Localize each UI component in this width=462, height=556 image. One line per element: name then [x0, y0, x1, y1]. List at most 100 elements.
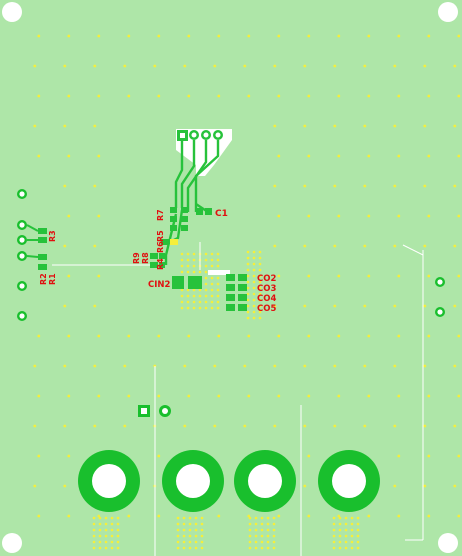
- stitching-via: [367, 394, 371, 398]
- co3-pad-left[interactable]: [226, 284, 235, 291]
- co2-pad-right[interactable]: [238, 274, 247, 281]
- stitching-via: [303, 484, 307, 488]
- cin2-pad-right[interactable]: [188, 276, 202, 289]
- r3-pad-top[interactable]: [38, 228, 47, 234]
- stitching-via: [303, 304, 307, 308]
- stitching-via: [198, 300, 202, 304]
- stitching-via: [344, 546, 348, 550]
- stitching-via: [252, 274, 256, 278]
- jumper-pin-1-hole: [141, 408, 147, 414]
- r7-pad-left[interactable]: [170, 207, 177, 213]
- stitching-via: [277, 334, 281, 338]
- stitching-via: [97, 154, 101, 158]
- stitching-via: [217, 34, 221, 38]
- mounting-hole-bottom-right[interactable]: [438, 533, 458, 553]
- stitching-via: [367, 94, 371, 98]
- stitching-via: [186, 270, 190, 274]
- r2-pad-top[interactable]: [38, 254, 47, 260]
- stitching-via: [93, 64, 97, 68]
- stitching-via: [67, 514, 71, 518]
- stitching-via: [260, 528, 264, 532]
- stitching-via: [397, 214, 401, 218]
- stitching-via: [303, 124, 307, 128]
- stitching-via: [427, 94, 431, 98]
- stitching-via: [332, 528, 336, 532]
- stitching-via: [93, 184, 97, 188]
- stitching-via: [266, 522, 270, 526]
- stitching-via: [246, 250, 250, 254]
- stitching-via: [453, 304, 457, 308]
- r8-pad-top[interactable]: [159, 253, 165, 259]
- stitching-via: [337, 94, 341, 98]
- stitching-via: [123, 364, 127, 368]
- stitching-via: [252, 298, 256, 302]
- r6-pad-right[interactable]: [181, 225, 188, 231]
- stitching-via: [33, 64, 37, 68]
- stitching-via: [97, 334, 101, 338]
- stitching-via: [277, 94, 281, 98]
- stitching-via: [252, 262, 256, 266]
- mounting-hole-top-left[interactable]: [2, 2, 22, 22]
- r9-pad-bottom[interactable]: [150, 262, 158, 268]
- stitching-via: [204, 282, 208, 286]
- r4-pad-left[interactable]: [161, 239, 169, 245]
- stitching-via: [423, 364, 427, 368]
- stitching-via: [350, 522, 354, 526]
- stitching-via: [210, 282, 214, 286]
- stitching-via: [457, 274, 461, 278]
- stitching-via: [453, 244, 457, 248]
- stitching-via: [246, 292, 250, 296]
- stitching-via: [216, 288, 220, 292]
- test-pad-5-hole: [19, 283, 25, 289]
- stitching-via: [204, 288, 208, 292]
- mounting-hole-top-right[interactable]: [438, 2, 458, 22]
- stitching-via: [104, 522, 108, 526]
- stitching-via: [273, 364, 277, 368]
- c1-pad-right[interactable]: [205, 208, 212, 215]
- power-terminal-1-hole: [92, 464, 126, 498]
- r5-pad-right[interactable]: [181, 216, 188, 222]
- stitching-via: [350, 516, 354, 520]
- stitching-via: [157, 334, 161, 338]
- c1-pad-left[interactable]: [196, 208, 203, 215]
- stitching-via: [453, 184, 457, 188]
- stitching-via: [247, 334, 251, 338]
- co5-pad-left[interactable]: [226, 304, 235, 311]
- stitching-via: [98, 540, 102, 544]
- co5-pad-right[interactable]: [238, 304, 247, 311]
- co4-pad-left[interactable]: [226, 294, 235, 301]
- stitching-via: [180, 306, 184, 310]
- cin2-pad-left[interactable]: [172, 276, 184, 289]
- mounting-hole-bottom-left[interactable]: [2, 533, 22, 553]
- stitching-via: [397, 94, 401, 98]
- stitching-via: [350, 540, 354, 544]
- stitching-via: [187, 394, 191, 398]
- co3-pad-right[interactable]: [238, 284, 247, 291]
- r6-pad-left[interactable]: [170, 225, 177, 231]
- stitching-via: [423, 424, 427, 428]
- r3-pad-bottom[interactable]: [38, 237, 47, 243]
- left-resistors: [38, 228, 47, 270]
- test-pad-right-1-hole: [437, 279, 443, 285]
- stitching-via: [192, 258, 196, 262]
- stitching-via: [180, 270, 184, 274]
- stitching-via: [254, 534, 258, 538]
- stitching-via: [246, 262, 250, 266]
- stitching-via: [37, 514, 41, 518]
- r9-pad-top[interactable]: [150, 253, 158, 259]
- stitching-via: [338, 522, 342, 526]
- stitching-via: [338, 528, 342, 532]
- r5-pad-left[interactable]: [170, 216, 177, 222]
- r2-pad-bottom[interactable]: [38, 264, 47, 270]
- stitching-via: [116, 540, 120, 544]
- stitching-via: [183, 64, 187, 68]
- co2-pad-left[interactable]: [226, 274, 235, 281]
- r4-pad-right[interactable]: [170, 239, 178, 245]
- stitching-via: [246, 298, 250, 302]
- r7-pad-right[interactable]: [181, 207, 188, 213]
- stitching-via: [332, 522, 336, 526]
- stitching-via: [200, 516, 204, 520]
- r8-pad-bottom[interactable]: [159, 262, 165, 268]
- trace-pin-4: [194, 140, 220, 212]
- co4-pad-right[interactable]: [238, 294, 247, 301]
